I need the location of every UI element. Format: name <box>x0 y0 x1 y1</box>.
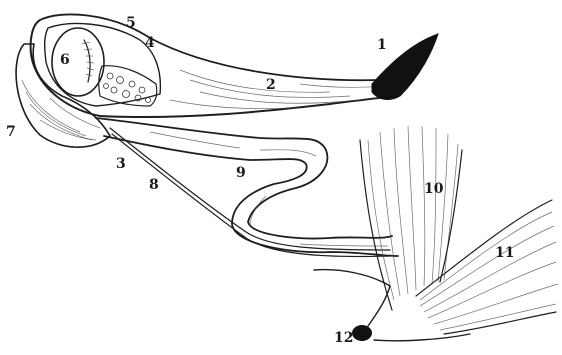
label-12: 12 <box>334 330 353 346</box>
label-9: 9 <box>236 165 246 181</box>
label-3: 3 <box>116 156 126 172</box>
label-7: 7 <box>6 124 16 140</box>
structure-9-duct <box>96 118 398 256</box>
label-2: 2 <box>266 77 276 93</box>
structure-11-fibers <box>416 200 558 334</box>
label-8: 8 <box>149 177 159 193</box>
label-11: 11 <box>495 245 514 261</box>
cellular-region <box>99 66 157 106</box>
label-4: 4 <box>145 35 155 51</box>
label-10: 10 <box>424 181 444 197</box>
label-1: 1 <box>377 37 387 53</box>
label-5: 5 <box>126 15 136 31</box>
label-6: 6 <box>60 52 70 68</box>
structure-10-fibers <box>360 126 462 310</box>
figure-labels: 1 2 3 4 5 6 7 8 9 10 11 12 <box>6 15 514 346</box>
